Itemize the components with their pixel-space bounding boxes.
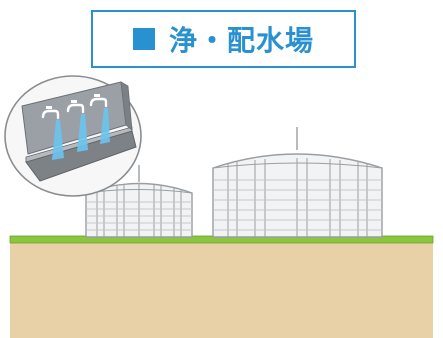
ground-soil [10,241,433,338]
faucet-icon [89,94,110,144]
square-icon [132,28,155,50]
faucet-inset [4,75,142,197]
large-water-tank [212,127,383,238]
faucet-icon [66,100,88,152]
title-box: 浄・配水場 [91,10,356,68]
page-title: 浄・配水場 [168,24,314,57]
faucet-icon [41,106,64,160]
